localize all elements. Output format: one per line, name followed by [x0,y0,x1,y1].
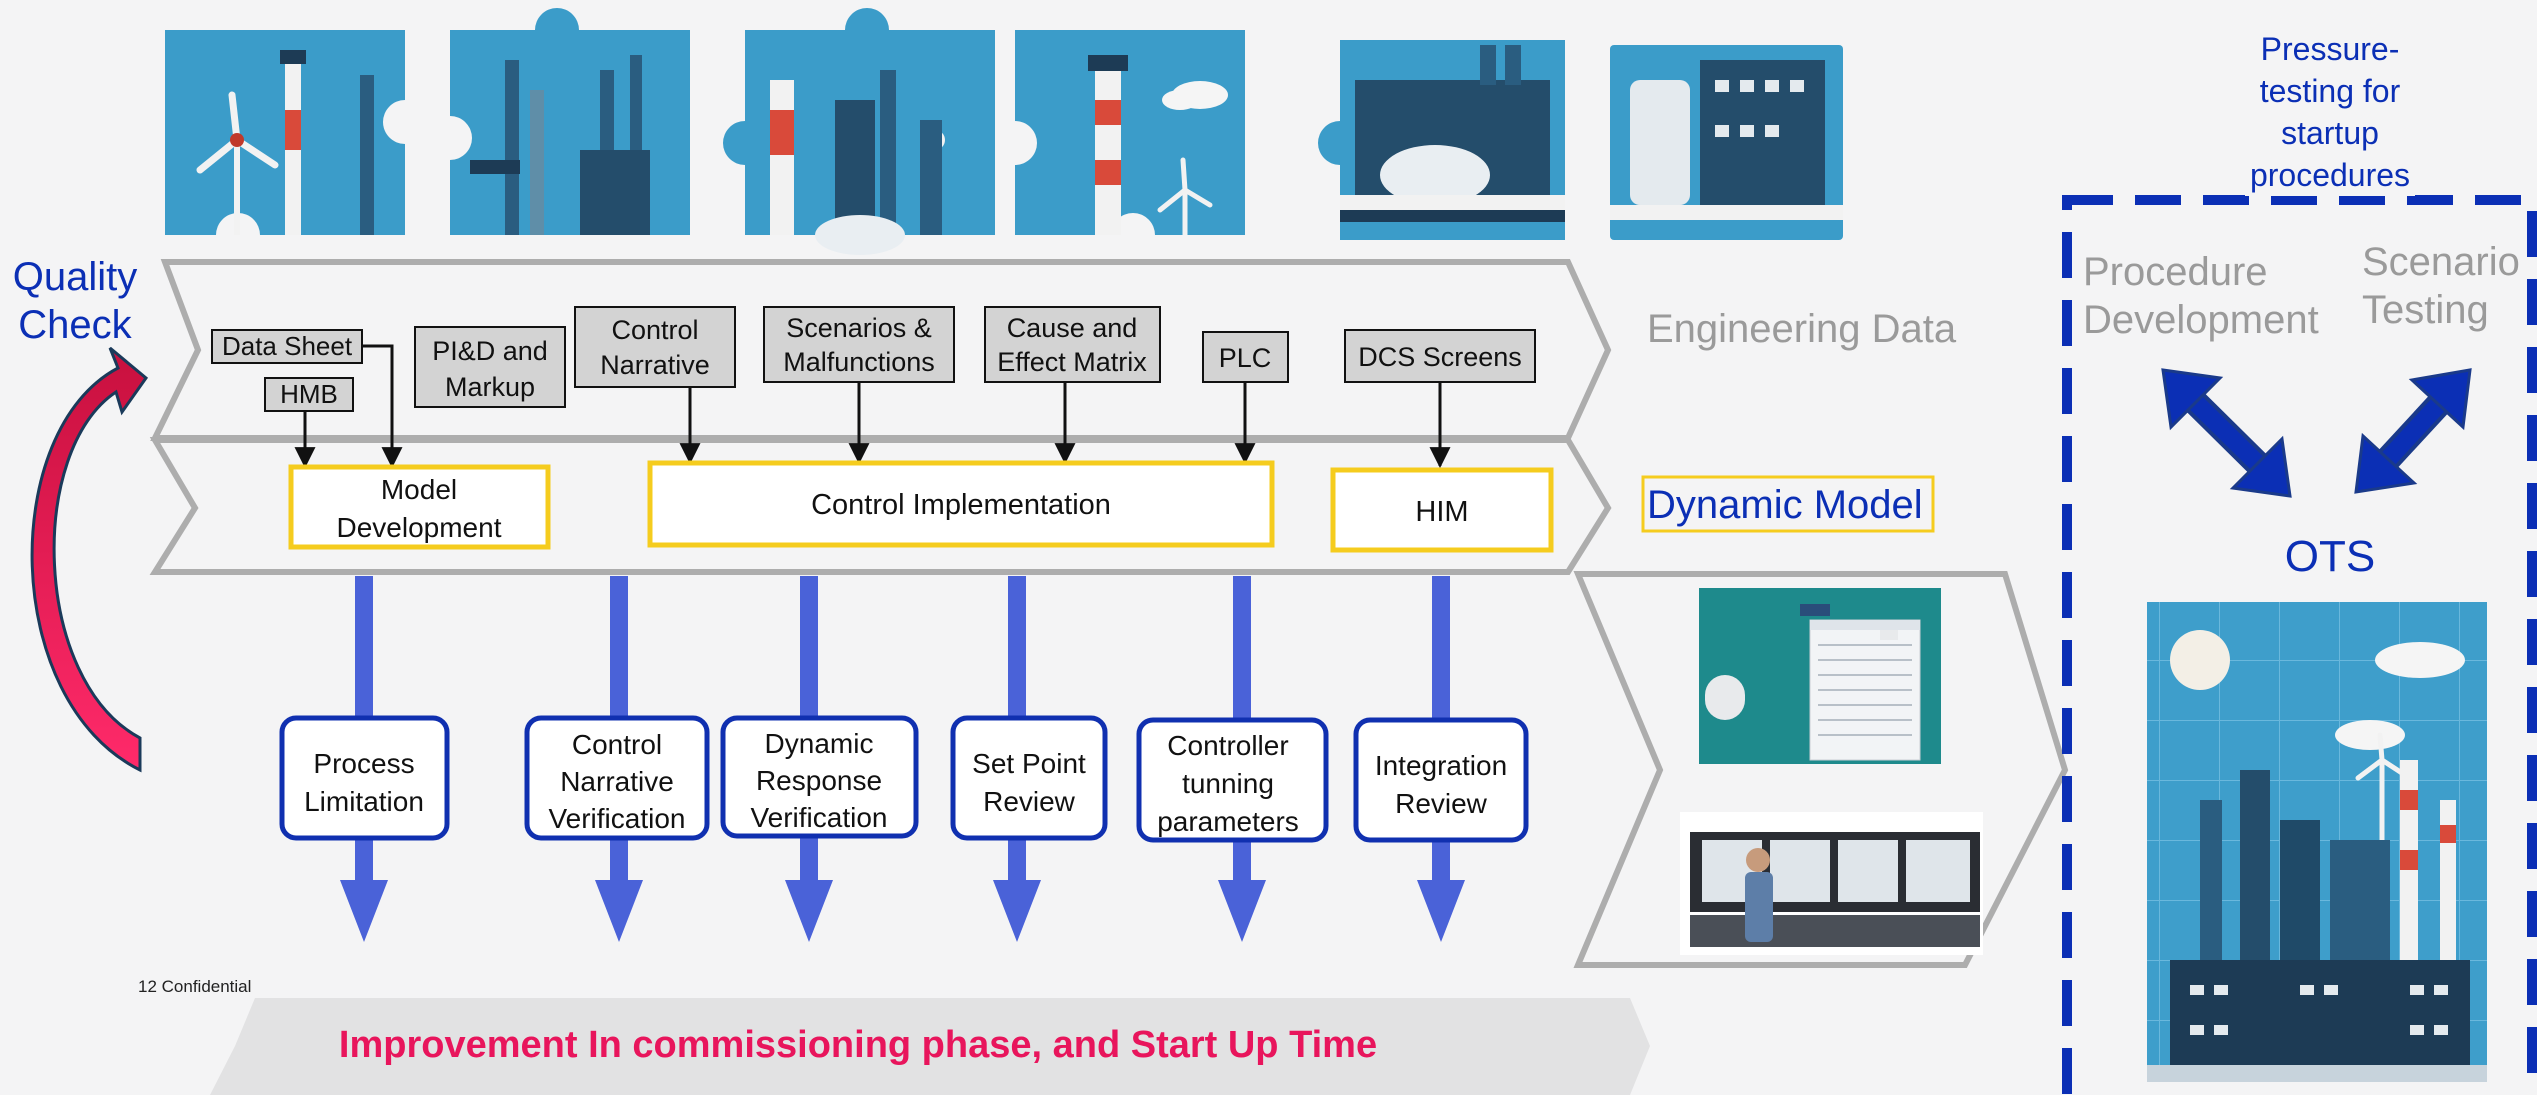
double-arrow-left-icon [2161,368,2292,498]
ots-dashed-frame [2062,195,2537,1095]
svg-text:PLC: PLC [1219,343,1272,373]
puzzle-piece-wind-turbine-icon [165,30,405,235]
hmb-box: HMB [264,377,354,412]
control-room-photo-thumbnail [1680,812,1983,955]
engineering-data-label: Engineering Data [1647,307,1957,351]
double-arrow-right-icon [2354,368,2472,494]
hmi-screenshot-thumbnail [1699,588,1941,764]
puzzle-piece-chimney-icon [1015,30,1245,235]
svg-text:Scenarios &Malfunctions: Scenarios &Malfunctions [783,313,935,377]
puzzle-piece-factory-icon [1610,45,1843,240]
puzzle-piece-refinery-icon [723,8,995,255]
svg-text:Data Sheet: Data Sheet [222,331,353,361]
improvement-banner-text: Improvement In commissioning phase, and … [339,1024,1377,1066]
curved-arrow-icon [30,346,149,773]
puzzle-piece-pipes-icon [450,8,690,235]
control-implementation-box: Control Implementation [647,460,1275,548]
plc-box: PLC [1202,331,1289,383]
confidential-label: 12 Confidential [138,977,251,996]
dcs-screens-box: DCS Screens [1344,329,1536,383]
ots-label: OTS [2285,532,2375,581]
svg-text:Control Implementation: Control Implementation [811,489,1111,521]
svg-text:DCS Screens: DCS Screens [1358,342,1522,372]
him-box: HIM [1330,467,1554,553]
puzzle-illustrations [165,8,1843,255]
improvement-banner [210,998,1650,1095]
ots-plant-illustration [2147,602,2487,1082]
svg-text:HIM: HIM [1415,496,1468,528]
scenarios-malfunctions-box: Scenarios &Malfunctions [763,306,955,383]
puzzle-piece-plant-building-icon [1318,40,1565,240]
svg-text:HMB: HMB [280,379,338,409]
dynamic-model-label: Dynamic Model [1647,483,1923,527]
data-sheet-box: Data Sheet [211,329,363,364]
source-connector-arrows [294,344,1451,469]
dynamic-model-label-frame [1641,475,1935,533]
